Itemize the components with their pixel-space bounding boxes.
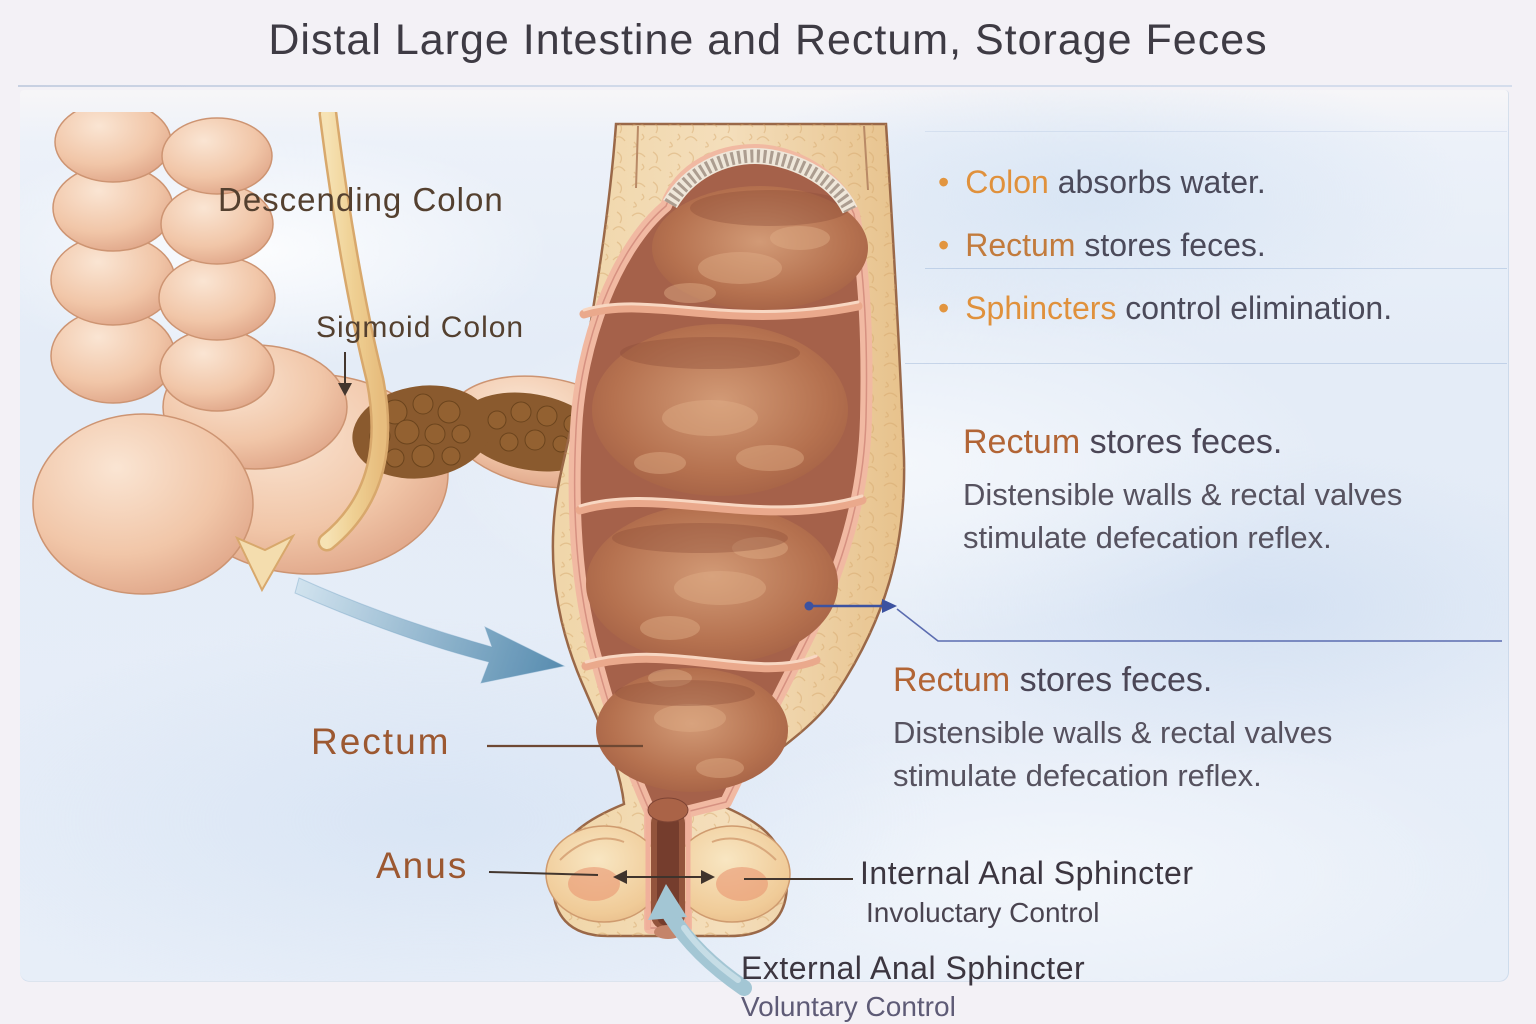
note-body: Distensible walls & rectal valves stimula… — [893, 711, 1332, 797]
label-internal-anal-sphincter: Internal Anal Sphincter — [860, 855, 1194, 891]
rectum-cross-section-illustration — [520, 118, 920, 948]
bullet-dot-icon: • — [938, 290, 950, 326]
note-heading-rest: stores feces. — [1010, 661, 1213, 699]
label-rectum: Rectum — [311, 721, 451, 762]
label-anus: Anus — [376, 845, 469, 886]
label-external-anal-sphincter: External Anal Sphincter — [741, 950, 1086, 986]
bullet-dot-icon: • — [938, 164, 950, 200]
note-heading: Rectum stores feces. — [893, 660, 1332, 700]
note-line: Distensible walls & rectal valves — [963, 477, 1403, 512]
key-points-list: • Colon absorbs water. • Rectum stores f… — [938, 163, 1392, 352]
taenia-ribbon — [234, 112, 390, 593]
rectum-note-block-1: Rectum stores feces. Distensible walls &… — [963, 422, 1402, 559]
bullet-text: absorbs water. — [1048, 164, 1266, 200]
list-item: • Colon absorbs water. — [938, 163, 1392, 201]
band-divider — [905, 363, 1507, 364]
bullet-dot-icon: • — [938, 227, 950, 263]
band-divider — [925, 268, 1507, 269]
bullet-text: stores feces. — [1075, 227, 1266, 263]
note-heading: Rectum stores feces. — [963, 422, 1402, 462]
list-item: • Rectum stores feces. — [938, 226, 1392, 264]
page-title: Distal Large Intestine and Rectum, Stora… — [268, 16, 1268, 64]
bullet-keyword: Sphincters — [965, 290, 1117, 326]
note-body: Distensible walls & rectal valves stimula… — [963, 473, 1402, 559]
label-sigmoid-colon: Sigmoid Colon — [316, 311, 525, 344]
label-voluntary-control: Voluntary Control — [741, 991, 956, 1022]
label-descending-colon: Descending Colon — [218, 181, 504, 218]
note-keyword: Rectum — [963, 423, 1081, 461]
note-heading-rest: stores feces. — [1080, 423, 1283, 461]
label-involuctary-control: Involuctary Control — [866, 897, 1100, 928]
anal-canal-region — [545, 797, 791, 939]
note-line: Distensible walls & rectal valves — [893, 715, 1333, 750]
list-item: • Sphincters control elimination. — [938, 289, 1392, 327]
rectum-note-block-2: Rectum stores feces. Distensible walls &… — [893, 660, 1332, 797]
bullet-keyword: Rectum — [965, 227, 1076, 263]
note-keyword: Rectum — [893, 661, 1011, 699]
title-divider — [18, 85, 1512, 87]
note-line: stimulate defecation reflex. — [893, 758, 1262, 793]
note-line: stimulate defecation reflex. — [963, 520, 1332, 555]
band-divider — [925, 131, 1507, 132]
bullet-text: control elimination. — [1116, 290, 1393, 326]
bullet-keyword: Colon — [965, 164, 1049, 200]
